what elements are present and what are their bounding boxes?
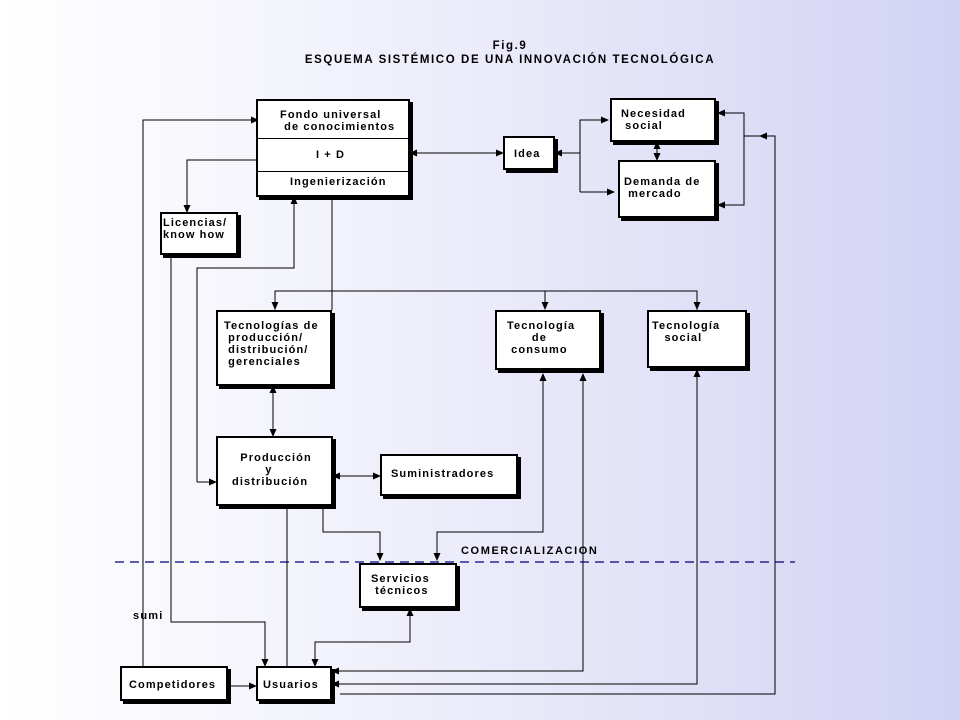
fondo-to-licencias: [183, 159, 258, 213]
servicios-tecnicos-box: Servicios técnicos: [359, 563, 457, 608]
bracket-to-necesidad: [579, 116, 609, 192]
licencias-box: Licencias/ know how: [160, 212, 238, 255]
competidores-to-fondo: [142, 116, 259, 669]
fondo-universal-box: Fondo universal de conocimientos I + D I…: [256, 99, 410, 197]
idea-label: Idea: [514, 148, 541, 160]
diagram-title: ESQUEMA SISTÉMICO DE UNA INNOVACIÓN TECN…: [304, 54, 716, 66]
tecnologia-consumo-box: Tecnología de consumo: [495, 310, 601, 370]
produccion-distribucion-label: Producción y distribución: [232, 452, 312, 488]
ingenierizacion-label: Ingenierización: [290, 176, 387, 188]
tecnologia-social-box: Tecnología social: [647, 310, 747, 368]
licencias-label: Licencias/ know how: [163, 217, 228, 241]
fondo-universal-label: Fondo universal de conocimientos: [280, 109, 396, 133]
produccion-to-servicios: [322, 506, 384, 561]
tecnologia-social-label: Tecnología social: [652, 320, 721, 344]
usuarios-to-social: [331, 369, 701, 688]
usuarios-feedback-loop: [340, 132, 776, 695]
competidores-label: Competidores: [129, 679, 217, 691]
feedback-to-ingenierizacion: [196, 196, 298, 482]
figure-label: Fig.9: [492, 40, 528, 52]
produccion-distribucion-box: Producción y distribución: [216, 436, 333, 506]
licencias-to-usuarios: [170, 254, 269, 667]
feedback-to-necesidad: [717, 109, 760, 137]
tech-distribution-line: [274, 290, 698, 310]
idea-box: Idea: [503, 136, 555, 170]
i-mas-d-label: I + D: [316, 149, 346, 161]
usuarios-label: Usuarios: [263, 679, 319, 691]
necesidad-social-box: Necesidad social: [610, 98, 716, 142]
tecnologias-produccion-box: Tecnologías de producción/ distribución/…: [216, 310, 332, 386]
tecnologias-produccion-label: Tecnologías de producción/ distribución/…: [224, 320, 319, 368]
tecnologia-consumo-label: Tecnología de consumo: [507, 320, 576, 356]
usuarios-box: Usuarios: [256, 666, 332, 701]
suministradores-label: Suministradores: [391, 468, 495, 480]
necesidad-social-label: Necesidad social: [621, 108, 686, 132]
sumi-label: sumi: [133, 610, 164, 622]
competidores-box: Competidores: [120, 666, 228, 701]
demanda-mercado-label: Demanda de mercado: [624, 176, 701, 200]
servicios-to-usuarios: [311, 608, 414, 667]
feedback-to-demanda: [717, 136, 745, 209]
servicios-tecnicos-label: Servicios técnicos: [371, 573, 430, 597]
demanda-mercado-box: Demanda de mercado: [618, 160, 716, 218]
comercializacion-label: COMERCIALIZACION: [461, 545, 599, 557]
suministradores-box: Suministradores: [380, 454, 518, 496]
usuarios-to-consumo: [331, 373, 587, 675]
